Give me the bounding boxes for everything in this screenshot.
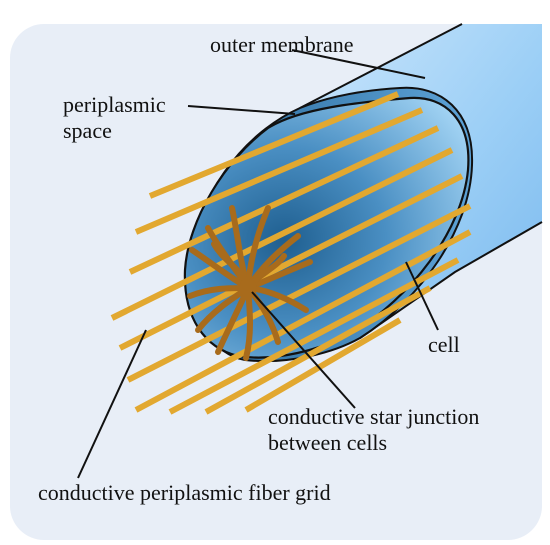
fiber-grid — [110, 91, 472, 415]
callout-outer-membrane — [291, 49, 426, 79]
callout-cell — [405, 261, 439, 331]
label-cell: cell — [428, 332, 460, 357]
label-outer-membrane: outer membrane — [210, 32, 354, 57]
label-star-line1: conductive star junction — [268, 404, 479, 429]
label-periplasmic-line1: periplasmic — [63, 92, 166, 117]
callout-periplasmic — [187, 105, 296, 115]
callout-lines — [77, 49, 439, 479]
label-star-line2: between cells — [268, 430, 387, 455]
callout-star — [251, 291, 356, 409]
callout-fiber — [77, 329, 147, 479]
label-periplasmic-line2: space — [63, 118, 112, 143]
label-fiber-grid: conductive periplasmic fiber grid — [38, 480, 331, 505]
